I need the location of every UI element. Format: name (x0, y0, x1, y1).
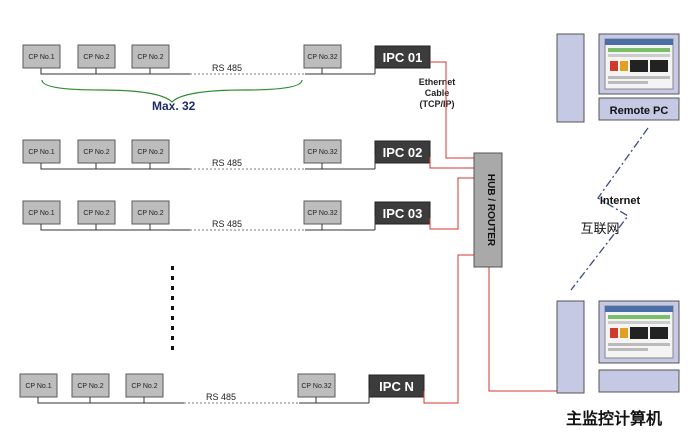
cp-box: CP No.2 (131, 139, 170, 164)
svg-text:CP No.1: CP No.1 (25, 383, 51, 390)
cp-box: CP No.2 (77, 139, 116, 164)
svg-text:CP No.2: CP No.2 (137, 210, 163, 217)
svg-text:Internet: Internet (600, 195, 641, 207)
cp-box: CP No.1 (22, 200, 61, 225)
max-brace (41, 79, 303, 103)
rs485-label: RS 485 (212, 63, 242, 73)
svg-text:CP No.2: CP No.2 (83, 54, 109, 61)
cp-box: CP No.2 (125, 373, 164, 398)
more-networks-ellipsis (171, 266, 174, 350)
cp-box: CP No.32 (303, 139, 342, 164)
remote-pc: Remote PC (556, 33, 680, 123)
cp-box: CP No.1 (22, 44, 61, 69)
svg-text:CP No.2: CP No.2 (83, 149, 109, 156)
cp-box: CP No.2 (131, 200, 170, 225)
svg-text:CP No.1: CP No.1 (28, 54, 54, 61)
monitor-screen (604, 305, 674, 359)
svg-text:HUB / ROUTER: HUB / ROUTER (485, 174, 496, 247)
ipc-box: IPC 02 (374, 140, 431, 164)
ipc-box: IPC 01 (374, 45, 431, 69)
cp-box: CP No.2 (77, 44, 116, 69)
svg-text:IPC 02: IPC 02 (383, 145, 423, 160)
rs485-label: RS 485 (206, 392, 236, 402)
internet-link: Internet 互联网 (570, 127, 649, 291)
svg-text:Ethernet: Ethernet (419, 77, 456, 87)
cp-box: CP No.2 (131, 44, 170, 69)
svg-text:(TCP/IP): (TCP/IP) (420, 99, 455, 109)
svg-text:CP No.32: CP No.32 (301, 383, 331, 390)
ipc-box: IPC 03 (374, 201, 431, 225)
ethernet-label: Ethernet Cable (TCP/IP) (419, 77, 456, 109)
cp-box: CP No.32 (297, 373, 336, 398)
network-row-3: CP No.1 CP No.2 CP No.2 CP No.32 IPC 03 … (22, 200, 431, 231)
cp-box: CP No.2 (77, 200, 116, 225)
rs485-bus (40, 224, 190, 231)
svg-text:CP No.1: CP No.1 (28, 210, 54, 217)
monitor-screen (604, 38, 674, 90)
svg-text:CP No.2: CP No.2 (137, 149, 163, 156)
cp-box: CP No.32 (303, 44, 342, 69)
ipc-box: IPC N (368, 374, 425, 398)
svg-text:CP No.32: CP No.32 (307, 149, 337, 156)
svg-text:互联网: 互联网 (580, 222, 619, 237)
max-label: Max. 32 (152, 99, 196, 113)
svg-text:Cable: Cable (425, 88, 450, 98)
ethernet-cables (423, 61, 557, 404)
svg-text:CP No.32: CP No.32 (307, 54, 337, 61)
rs485-bus (40, 68, 190, 75)
main-monitoring-pc: 主监控计算机 (556, 300, 680, 428)
rs485-bus (40, 163, 190, 170)
network-row-n: CP No.1 CP No.2 CP No.2 CP No.32 IPC N R… (19, 373, 425, 404)
svg-text:IPC 03: IPC 03 (383, 206, 423, 221)
hub-router: HUB / ROUTER (473, 152, 503, 268)
svg-text:CP No.32: CP No.32 (307, 210, 337, 217)
cp-box: CP No.32 (303, 200, 342, 225)
rs485-label: RS 485 (212, 219, 242, 229)
network-row-1: CP No.1 CP No.2 CP No.2 CP No.32 IPC 01 … (22, 44, 431, 75)
cp-box: CP No.1 (22, 139, 61, 164)
svg-text:IPC 01: IPC 01 (383, 50, 423, 65)
cp-box: CP No.2 (71, 373, 110, 398)
svg-text:CP No.2: CP No.2 (83, 210, 109, 217)
svg-text:CP No.2: CP No.2 (77, 383, 103, 390)
rs485-label: RS 485 (212, 158, 242, 168)
network-row-2: CP No.1 CP No.2 CP No.2 CP No.32 IPC 02 … (22, 139, 431, 170)
svg-text:Remote PC: Remote PC (610, 105, 669, 117)
svg-text:CP No.2: CP No.2 (131, 383, 157, 390)
svg-text:CP No.1: CP No.1 (28, 149, 54, 156)
svg-text:主监控计算机: 主监控计算机 (566, 409, 662, 428)
cp-box: CP No.1 (19, 373, 58, 398)
svg-text:IPC N: IPC N (379, 379, 414, 394)
rs485-bus (37, 397, 184, 404)
svg-text:CP No.2: CP No.2 (137, 54, 163, 61)
